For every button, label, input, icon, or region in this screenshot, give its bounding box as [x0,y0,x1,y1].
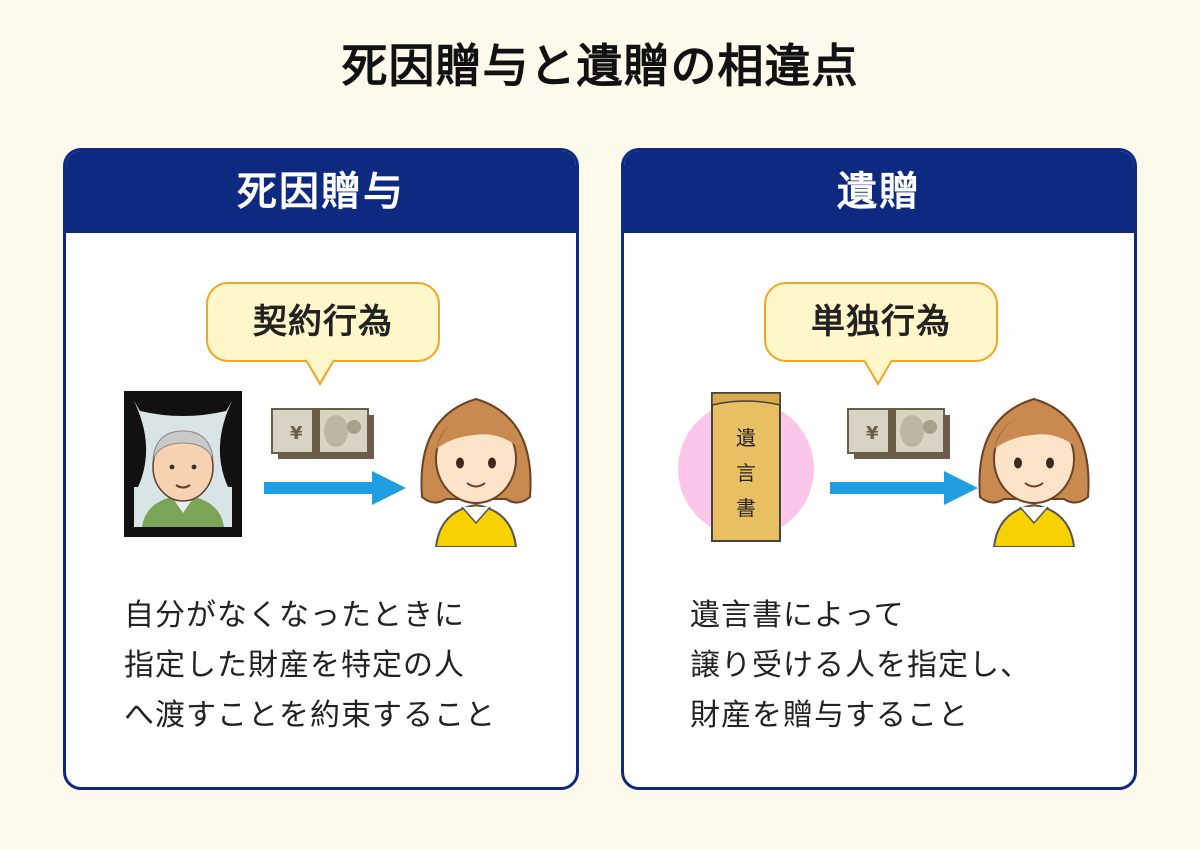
woman-recipient-icon [420,397,532,547]
transfer-scene: 遺 言 書 ¥ [678,392,1090,547]
speech-bubble-tail-icon [863,358,893,386]
svg-text:¥: ¥ [290,423,303,444]
speech-bubble: 単独行為 [764,282,998,362]
card-heading: 遺贈 [624,151,1134,233]
card-description: 自分がなくなったときに 指定した財産を特定の人 へ渡すことを約束すること [124,591,556,741]
memorial-portrait-icon [124,391,242,537]
woman-recipient-icon [978,397,1090,547]
will-label-char: 遺 [736,426,756,450]
arrow-right-icon [264,471,406,505]
card-heading: 死因贈与 [66,151,576,233]
card-bequest: 遺贈 単独行為 遺 言 書 ¥ [621,148,1137,790]
description-line: 自分がなくなったときに [124,598,465,633]
banknote-bundle-icon: ¥ [847,408,950,459]
banknote-bundle-icon: ¥ [271,408,374,459]
page-title: 死因贈与と遺贈の相違点 [341,39,859,93]
description-line: 指定した財産を特定の人 [124,648,465,683]
will-label-char: 書 [736,496,756,520]
will-label-char: 言 [736,461,756,485]
transfer-scene: ¥ [124,391,532,547]
will-envelope-icon: 遺 言 書 [678,392,814,542]
card-death-gift: 死因贈与 契約行為 ¥ [63,148,579,790]
description-line: 遺言書によって [690,598,905,633]
speech-bubble: 契約行為 [206,282,440,362]
card-description: 遺言書によって 譲り受ける人を指定し、 財産を贈与すること [690,591,1114,741]
description-line: 財産を贈与すること [690,698,969,733]
arrow-right-icon [830,471,978,505]
description-line: 譲り受ける人を指定し、 [690,648,1031,683]
speech-bubble-tail-icon [305,358,335,386]
svg-text:¥: ¥ [866,423,879,444]
description-line: へ渡すことを約束すること [124,698,496,733]
